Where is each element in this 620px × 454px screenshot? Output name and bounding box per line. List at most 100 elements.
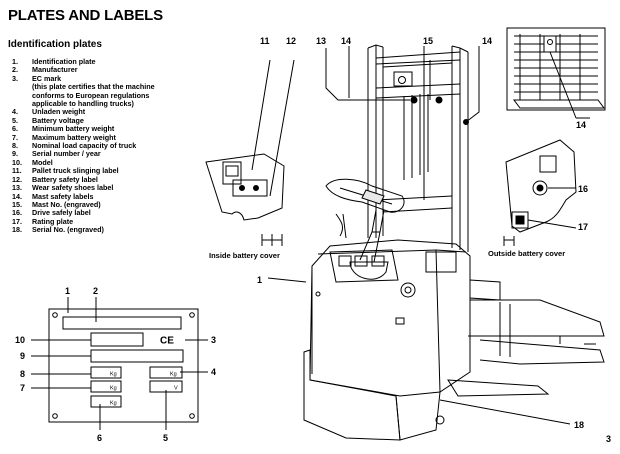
section-title: Identification plates	[8, 39, 102, 50]
callout-label: 16	[578, 184, 588, 194]
page-number: 3	[606, 434, 612, 444]
callout-label: 7	[20, 383, 25, 393]
kg-unit-label: Kg	[170, 372, 177, 378]
list-item-label: Mast safety labels	[32, 191, 94, 201]
list-item: 12.Battery safety label	[12, 174, 212, 184]
list-item-label: Drive safely label	[32, 208, 91, 218]
nominal-capacity-field	[90, 366, 122, 379]
list-item-number: 12.	[12, 174, 22, 184]
list-item: 16.Drive safely label	[12, 208, 212, 218]
list-item-detail: applicable to handling trucks)	[32, 99, 134, 109]
list-item-detail: (this plate certifies that the machine	[32, 82, 155, 92]
callout-label: 1	[257, 275, 262, 285]
list-item-label: Serial No. (engraved)	[32, 225, 104, 235]
list-item-number: 11.	[12, 166, 22, 176]
inside-battery-cover-caption: Inside battery cover	[209, 251, 280, 260]
callout-label: 15	[423, 36, 433, 46]
list-item: 2. Manufacturer	[12, 65, 212, 75]
list-item: 3.EC mark	[12, 73, 212, 83]
kg-unit-label: Kg	[110, 401, 117, 407]
list-item-detail: conforms to European regulations	[32, 90, 150, 100]
list-item-number: 5.	[12, 115, 18, 125]
list-item: 14. Mast safety labels	[12, 191, 212, 201]
forks	[447, 279, 605, 397]
list-item: 18. Serial No. (engraved)	[12, 225, 212, 235]
unladen-weight-field	[149, 366, 183, 379]
min-battery-field	[90, 395, 122, 408]
truck-callouts: 1 11 12 13 14 15 14 14 16 17 18	[257, 36, 588, 430]
stacker-truck-illustration	[205, 27, 606, 441]
callout-label: 13	[316, 36, 326, 46]
list-item: 7. Maximum battery weight	[12, 132, 212, 142]
list-item-label: Unladen weight	[32, 107, 86, 117]
list-item-label: Mast No. (engraved)	[32, 199, 101, 209]
list-item-number: 18.	[12, 225, 22, 235]
list-item-label: Rating plate	[32, 216, 74, 226]
list-item-number: 17.	[12, 216, 22, 226]
callout-label: 4	[211, 367, 216, 377]
kg-unit-label: Kg	[110, 386, 117, 392]
model-field	[90, 332, 144, 347]
outside-battery-cover-panel	[503, 139, 577, 246]
callout-label: 1	[65, 286, 70, 296]
inside-battery-cover-panel	[205, 59, 295, 246]
list-item-label: Pallet truck slinging label	[32, 166, 119, 176]
list-item: 1.Identification plate	[12, 57, 212, 66]
list-item-label: Minimum battery weight	[32, 124, 115, 134]
list-item-label: Manufacturer	[32, 65, 78, 75]
list-item-number: 4.	[12, 107, 18, 117]
ce-mark: CE	[160, 336, 174, 347]
list-item: 8.Nominal load capacity of truck	[12, 141, 212, 151]
list-item-number: 8.	[12, 141, 18, 151]
callout-label: 3	[211, 335, 216, 345]
mast	[367, 44, 469, 252]
list-item-label: Maximum battery weight	[32, 132, 116, 142]
list-item: 13.Wear safety shoes label	[12, 183, 212, 193]
truck-body	[303, 239, 471, 441]
identification-plate-diagram	[31, 297, 208, 430]
list-item: 5. Battery voltage	[12, 115, 212, 125]
callout-label: 14	[482, 36, 492, 46]
plate-screw-icon	[189, 413, 195, 419]
list-item-number: 6.	[12, 124, 18, 134]
list-item-label: Serial number / year	[32, 149, 101, 159]
list-item: 11. Pallet truck slinging label	[12, 166, 212, 176]
list-item-label: Model	[32, 157, 53, 167]
list-item-number: 10.	[12, 157, 22, 167]
list-item-label: Wear safety shoes label	[32, 183, 114, 193]
plate-screw-icon	[189, 312, 195, 318]
list-item-number: 9.	[12, 149, 18, 159]
list-item-number: 15.	[12, 199, 22, 209]
page-title: PLATES AND LABELS	[8, 7, 163, 24]
callout-label: 14	[576, 120, 586, 130]
callout-label: 9	[20, 351, 25, 361]
plate-screw-icon	[52, 312, 58, 318]
callout-label: 5	[163, 433, 168, 443]
kg-unit-label: Kg	[110, 372, 117, 378]
truck-leader-lines	[267, 46, 571, 425]
list-item: 9. Serial number / year	[12, 149, 212, 159]
battery-compartment-lid	[425, 251, 457, 273]
serial-field	[90, 349, 184, 363]
manufacturer-field	[62, 316, 182, 330]
callout-label: 6	[97, 433, 102, 443]
list-item-number: 2.	[12, 65, 18, 75]
list-item-label: EC mark	[32, 73, 62, 83]
volt-unit-label: V	[174, 386, 178, 392]
max-battery-field	[90, 380, 122, 393]
list-item-label: Identification plate	[32, 57, 96, 66]
plate-outline	[48, 308, 199, 423]
plate-leader-lines	[31, 297, 208, 430]
callout-label: 14	[341, 36, 351, 46]
fork-carriage-detail	[506, 27, 606, 119]
list-item: 4. Unladen weight	[12, 107, 212, 117]
list-item-number: 14.	[12, 191, 22, 201]
outside-battery-cover-caption: Outside battery cover	[488, 249, 565, 258]
plate-screw-icon	[52, 413, 58, 419]
list-item-label: Battery voltage	[32, 115, 84, 125]
callout-label: 2	[93, 286, 98, 296]
callout-label: 10	[15, 335, 25, 345]
list-item: 6. Minimum battery weight	[12, 124, 212, 134]
callout-label: 11	[260, 36, 270, 46]
list-item-number: 7.	[12, 132, 18, 142]
